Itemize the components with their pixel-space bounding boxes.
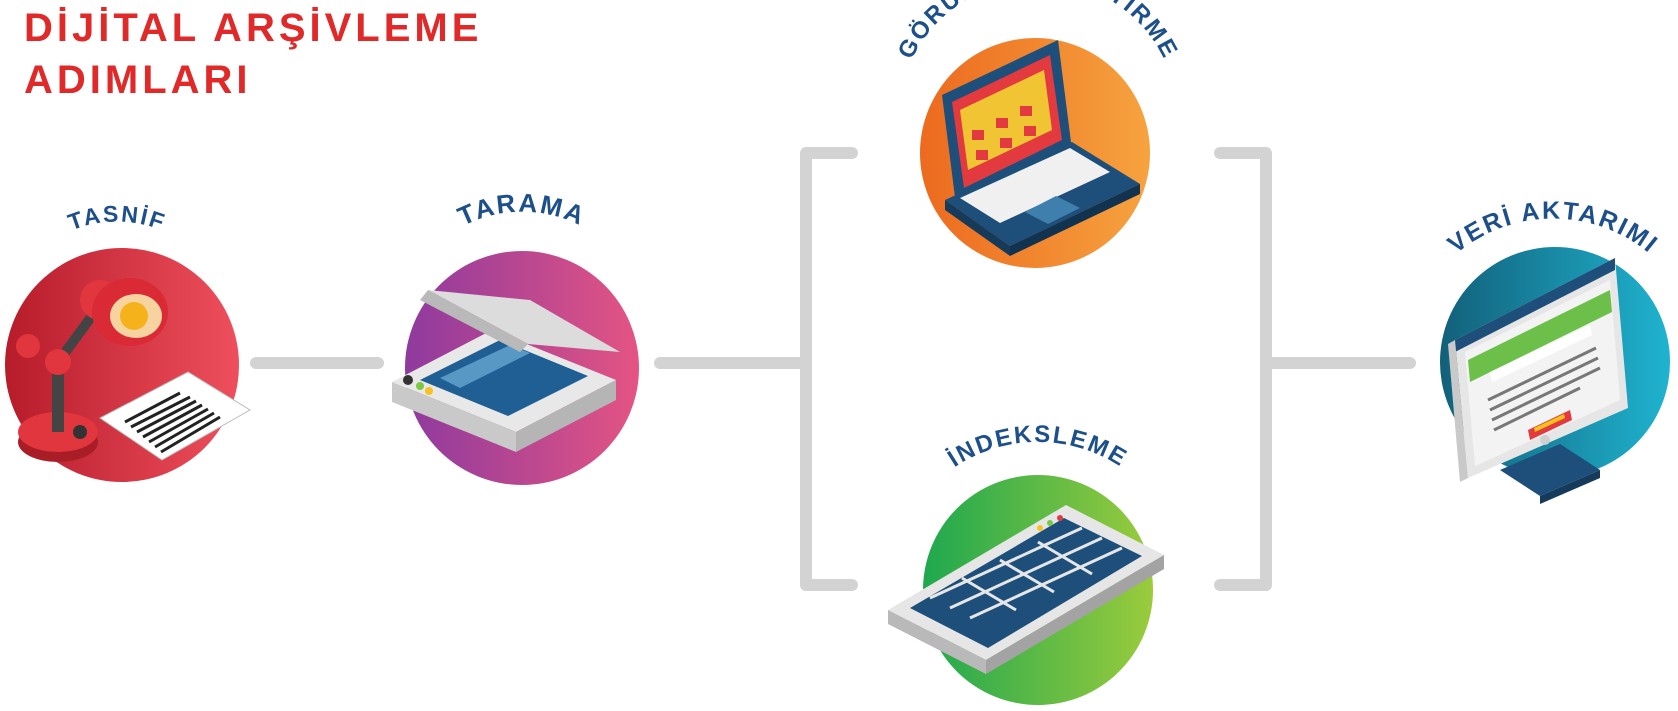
- flatbed-scanner-icon: [392, 290, 620, 452]
- monitor-icon: [1448, 258, 1628, 504]
- bracket-left: [800, 147, 858, 591]
- tarama-label: TARAMA: [453, 188, 590, 232]
- step-goruntu: GÖRÜNTÜ İYİLEŞTİRME: [893, 0, 1181, 268]
- connectors: [250, 147, 1416, 591]
- step-tarama: TARAMA: [392, 188, 639, 485]
- laptop-icon: [942, 40, 1140, 256]
- step-tasnif: TASNİF: [5, 200, 251, 482]
- step-veri: VERİ AKTARIMI: [1440, 197, 1670, 504]
- page-title: DİJİTAL ARŞİVLEME ADIMLARI: [24, 2, 482, 106]
- desk-lamp-document-icon: [16, 278, 251, 462]
- tasnif-label: TASNİF: [65, 200, 170, 235]
- title-line-1: DİJİTAL ARŞİVLEME: [24, 6, 483, 50]
- step-indeksleme: İNDEKSLEME: [888, 421, 1164, 705]
- indeksleme-label: İNDEKSLEME: [943, 421, 1132, 473]
- keyboard-icon: [888, 505, 1164, 674]
- bracket-right: [1214, 147, 1272, 591]
- title-line-2: ADIMLARI: [24, 58, 252, 102]
